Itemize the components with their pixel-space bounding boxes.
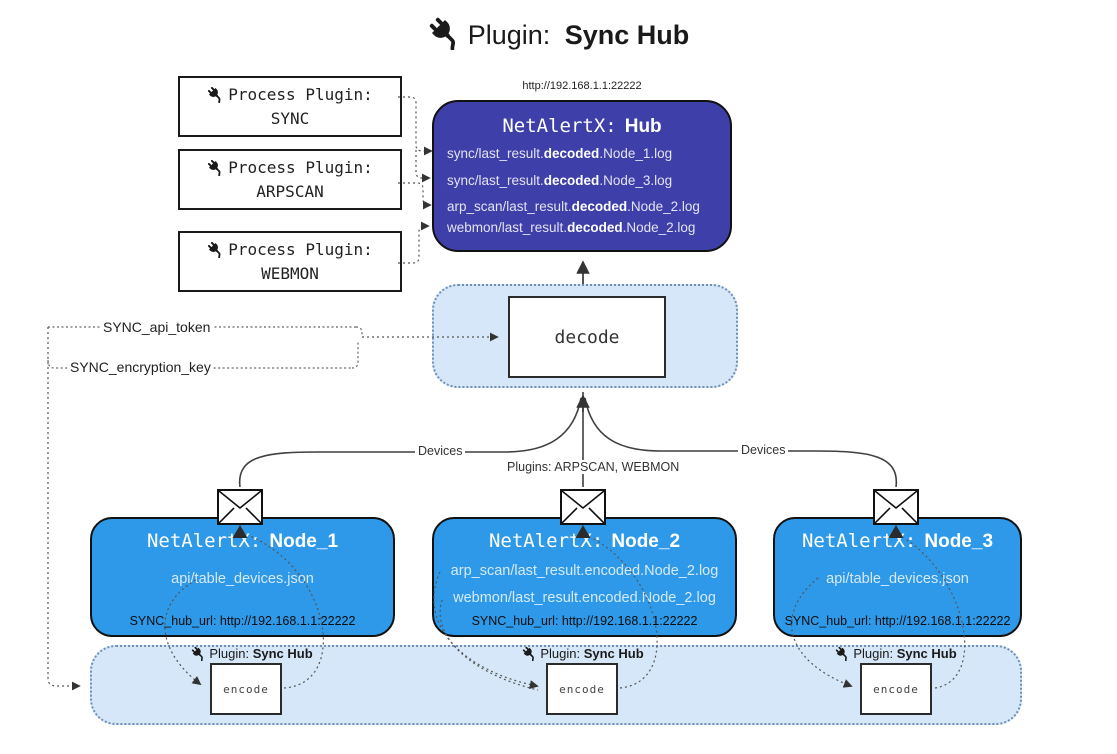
edge-label-plugins-mid: Plugins: ARPSCAN, WEBMON xyxy=(504,460,683,474)
plug-icon xyxy=(192,646,204,662)
hub-title-prefix: NetAlertX: xyxy=(502,115,617,137)
node-file: api/table_devices.json xyxy=(826,571,969,587)
decode-label: decode xyxy=(554,326,620,348)
label-sync-encryption-key: SYNC_encryption_key xyxy=(68,359,213,375)
process-plugin-webmon: Process Plugin: WEBMON xyxy=(178,231,402,292)
node-3-box: NetAlertX:Node_3 api/table_devices.json … xyxy=(773,517,1022,637)
process-plugin-sync: Process Plugin: SYNC xyxy=(178,76,402,137)
node-file: arp_scan/last_result.encoded.Node_2.log xyxy=(450,563,719,579)
hub-log-line: sync/last_result.decoded.Node_3.log xyxy=(447,173,673,188)
edge-label-devices-left: Devices xyxy=(415,444,466,458)
node-file: webmon/last_result.encoded.Node_2.log xyxy=(453,590,716,606)
process-plugin-label: Process Plugin: xyxy=(228,239,373,259)
process-plugin-name: ARPSCAN xyxy=(256,181,324,201)
hub-log-line: arp_scan/last_result.decoded.Node_2.log xyxy=(447,199,700,214)
node-1-box: NetAlertX:Node_1 api/table_devices.json … xyxy=(90,517,395,637)
label-sync-api-token: SYNC_api_token xyxy=(101,319,213,335)
band-plugin-label: Plugin: Sync Hub xyxy=(816,646,976,662)
hub-title-name: Hub xyxy=(624,116,662,137)
plug-icon xyxy=(523,646,535,662)
hub-title: NetAlertX: Hub xyxy=(434,115,730,138)
plug-icon xyxy=(429,17,455,51)
encode-box: encode xyxy=(860,663,932,715)
plug-icon xyxy=(208,241,221,258)
page-title: Plugin: Sync Hub xyxy=(0,16,1117,51)
node-2-box: NetAlertX:Node_2 arp_scan/last_result.en… xyxy=(432,517,737,637)
process-plugin-label: Process Plugin: xyxy=(228,84,373,104)
plug-icon xyxy=(208,86,221,103)
band-plugin-label: Plugin: Sync Hub xyxy=(172,646,332,662)
node-hub-url: SYNC_hub_url: http://192.168.1.1:22222 xyxy=(129,614,356,628)
edge-label-devices-right: Devices xyxy=(738,443,789,457)
node-file: api/table_devices.json xyxy=(171,571,314,587)
decode-box: decode xyxy=(508,296,666,378)
node-hub-url: SYNC_hub_url: http://192.168.1.1:22222 xyxy=(784,614,1011,628)
process-plugin-name: SYNC xyxy=(270,108,310,128)
title-prefix: Plugin: xyxy=(467,20,551,50)
plug-icon xyxy=(836,646,848,662)
node-title: NetAlertX:Node_1 xyxy=(146,530,339,552)
hub-log-line: webmon/last_result.decoded.Node_2.log xyxy=(447,220,696,235)
process-plugin-label: Process Plugin: xyxy=(228,157,373,177)
encode-box: encode xyxy=(546,663,618,715)
plug-icon xyxy=(208,159,221,176)
hub-box: NetAlertX: Hub sync/last_result.decoded.N… xyxy=(432,100,732,252)
hub-log-line: sync/last_result.decoded.Node_1.log xyxy=(447,146,673,161)
node-title: NetAlertX:Node_2 xyxy=(488,530,681,552)
node-hub-url: SYNC_hub_url: http://192.168.1.1:22222 xyxy=(471,614,698,628)
envelope-icon xyxy=(560,489,606,525)
process-plugin-name: WEBMON xyxy=(261,263,319,283)
process-plugin-arpscan: Process Plugin: ARPSCAN xyxy=(178,149,402,210)
band-plugin-label: Plugin: Sync Hub xyxy=(503,646,663,662)
envelope-icon xyxy=(217,489,263,525)
envelope-icon xyxy=(873,489,919,525)
hub-url: http://192.168.1.1:22222 xyxy=(522,80,642,92)
node-title: NetAlertX:Node_3 xyxy=(801,530,994,552)
title-name: Sync Hub xyxy=(564,20,690,50)
encode-box: encode xyxy=(210,663,282,715)
